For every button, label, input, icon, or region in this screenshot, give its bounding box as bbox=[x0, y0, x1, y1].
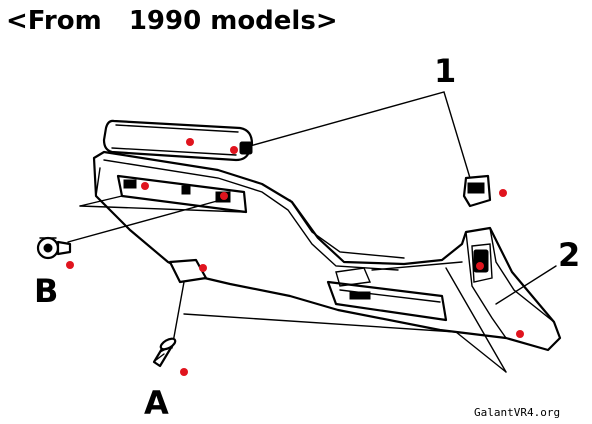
marker-pocket bbox=[199, 264, 207, 272]
part-2-leader-line bbox=[495, 265, 557, 305]
callout-b: B bbox=[34, 272, 58, 310]
part-1-leader-lines bbox=[249, 91, 471, 179]
callout-1: 1 bbox=[434, 52, 456, 90]
page-title: <From 1990 models> bbox=[6, 6, 338, 36]
console-clip bbox=[462, 174, 492, 208]
marker-a bbox=[180, 368, 188, 376]
console-lid-pad bbox=[102, 119, 254, 162]
projection-lines bbox=[67, 195, 507, 373]
site-watermark: GalantVR4.org bbox=[474, 406, 560, 419]
center-console-body bbox=[92, 150, 562, 352]
marker-lid-end bbox=[230, 146, 238, 154]
marker-lid bbox=[186, 138, 194, 146]
marker-front-right bbox=[220, 192, 228, 200]
fastener-markers bbox=[66, 138, 524, 376]
marker-b bbox=[66, 261, 74, 269]
marker-rear bbox=[516, 330, 524, 338]
marker-front-left bbox=[141, 182, 149, 190]
marker-tower bbox=[476, 262, 484, 270]
callout-2: 2 bbox=[558, 236, 580, 274]
fastener-b-clip bbox=[36, 236, 72, 260]
marker-clip bbox=[499, 189, 507, 197]
callout-a: A bbox=[144, 384, 169, 422]
fastener-a-screw bbox=[152, 337, 177, 368]
